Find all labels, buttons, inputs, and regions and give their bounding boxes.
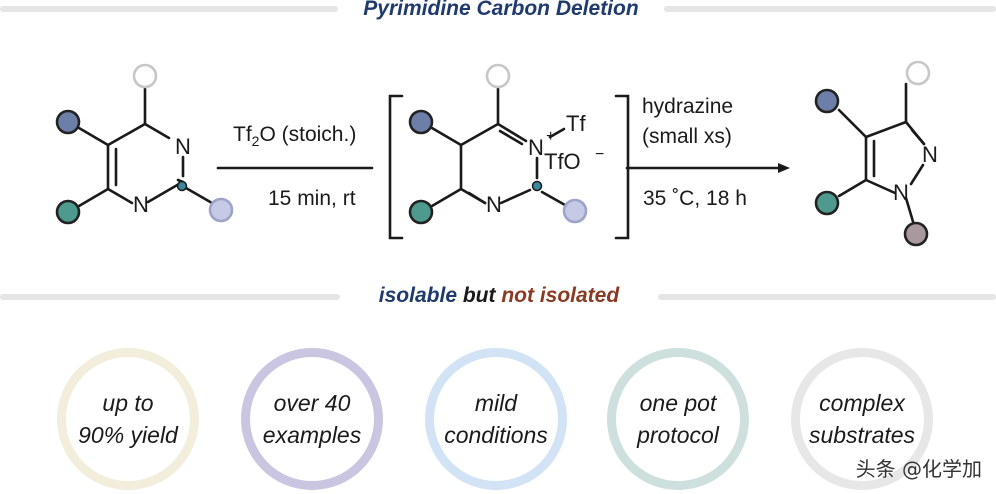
substituent-teal-circle [55,199,81,225]
feature-line: over 40 [273,390,351,416]
diagram-title: Pyrimidine Carbon Deletion [363,0,639,20]
substituent-lavender-circle [208,197,234,223]
feature-line: up to [102,390,154,416]
pyrazole-structure [837,82,926,227]
feature-line: 90% yield [78,422,178,448]
feature-line: protocol [637,422,719,448]
substituent-teal-circle [814,190,840,216]
atom-N: N [893,180,909,205]
atom-N: N [133,192,149,217]
title-divider-right [664,6,996,12]
charge-plus: + [546,128,555,145]
pyrimidine-structure [77,82,214,208]
charge-minus: − [595,146,604,163]
condition-step1: 15 min, rt [268,187,356,210]
feature-conditions: mild conditions [425,348,567,490]
feature-line: examples [262,422,362,448]
condition-step2: 35 ˚C, 18 h [643,187,747,210]
deleted-carbon-marker [176,180,188,192]
reagent-tf2o: Tf2O (stoich.) [233,123,356,149]
feature-line: complex [819,390,905,416]
reagent-amount: (small xs) [642,125,732,148]
subtitle-divider-right [658,294,996,300]
subtitle-but: but [462,284,496,307]
title-divider-left [0,6,338,12]
subtitle-divider-left [0,294,340,300]
atom-N: N [486,192,502,217]
substituent-mauve-circle [903,221,929,247]
reagent-hydrazine: hydrazine [642,95,733,118]
atom-N: N [922,142,938,167]
bracket-left [388,94,404,240]
deleted-carbon-marker [531,180,543,192]
feature-yield: up to 90% yield [57,348,199,490]
feature-line: substrates [808,422,916,448]
substituent-gray-circle [905,60,931,86]
arrowhead [778,163,790,173]
feature-examples: over 40 examples [241,348,383,490]
substituent-gray-circle [485,63,511,89]
feature-substrates: complex substrates [791,348,933,490]
subtitle: isolable but not isolated [340,284,658,308]
feature-line: conditions [444,422,548,448]
reaction-scheme: N N N + Tf TfO − N N N Tf2O (stoich.) 15… [55,60,938,247]
substituent-blue-circle [814,88,840,114]
feature-line: one pot [639,390,717,416]
pyrimidinium-structure [430,82,567,208]
substituent-gray-circle [132,63,158,89]
feature-protocol: one pot protocol [607,348,749,490]
subtitle-isolable: isolable [378,284,457,307]
substituent-teal-circle [408,199,434,225]
substituent-blue-circle [408,109,434,135]
atom-N-plus: N [528,135,544,160]
triflyl-label: Tf [566,111,586,136]
substituent-lavender-circle [562,198,588,224]
bracket-right [614,94,630,240]
watermark: 头条 @化学加 [855,457,982,481]
feature-line: mild [474,390,518,416]
substituent-blue-circle [55,109,81,135]
triflate-label: TfO [544,149,581,174]
atom-N: N [175,134,191,159]
subtitle-not-isolated: not isolated [501,284,620,307]
